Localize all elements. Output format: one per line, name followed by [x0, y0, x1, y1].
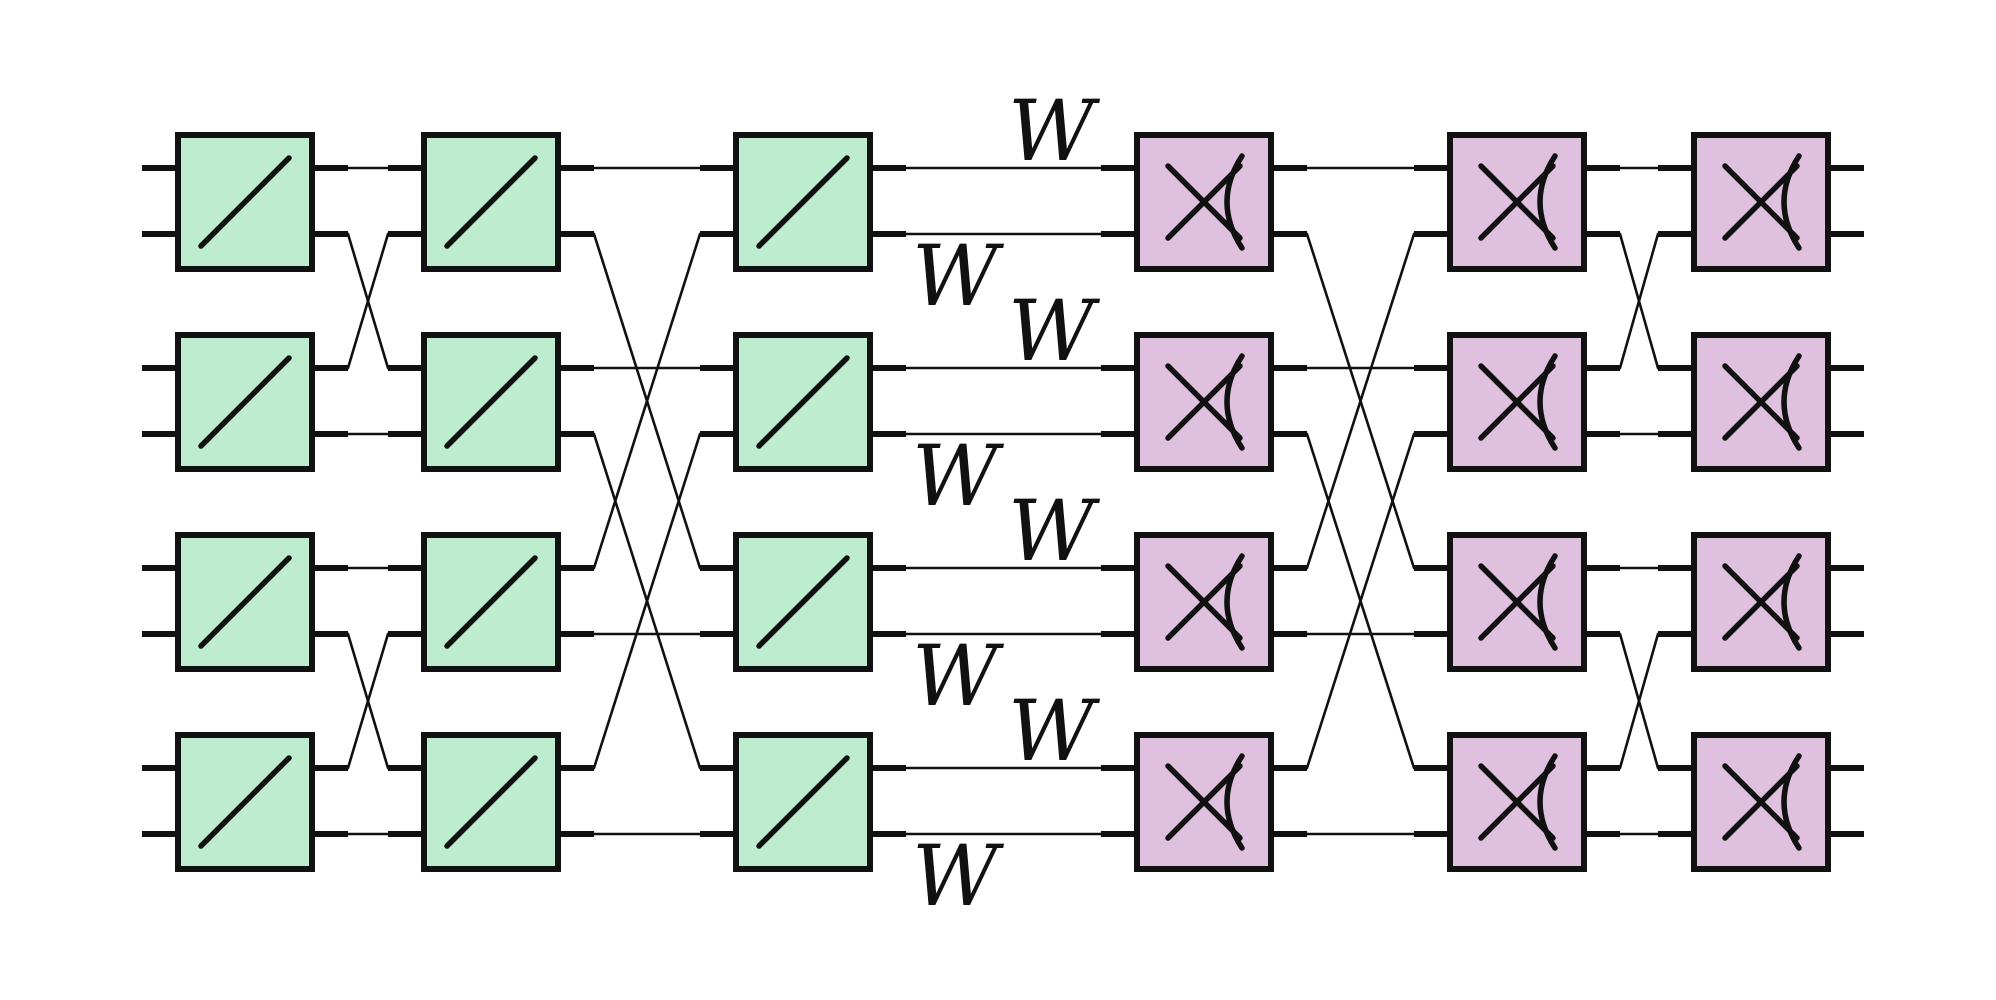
beamsplitter-box [175, 532, 315, 672]
diagonal-slash-icon [198, 355, 292, 449]
arc-stroke [1537, 153, 1558, 251]
arc-stroke [1781, 353, 1802, 451]
wire-label-w: W [912, 627, 1005, 725]
arc-stroke [1781, 153, 1802, 251]
measurement-box [1447, 332, 1587, 472]
cross-with-arc-icon [1478, 553, 1558, 651]
beamsplitter-box [733, 732, 873, 872]
beamsplitter-box [733, 532, 873, 672]
diagonal-slash-icon [756, 355, 850, 449]
cross-stroke [1165, 163, 1243, 241]
measurement-box [1447, 132, 1587, 272]
connection-wire [346, 232, 390, 370]
diagonal-slash-icon [756, 555, 850, 649]
cross-with-arc-icon [1165, 553, 1245, 651]
measurement-box [1691, 332, 1831, 472]
diagonal-slash-icon [444, 155, 538, 249]
connection-wire [346, 632, 390, 770]
cross-stroke [1165, 363, 1243, 441]
cross-with-arc-icon [1165, 753, 1245, 851]
measurement-box [1447, 532, 1587, 672]
wire-label-w: W [1008, 482, 1101, 580]
arc-stroke [1537, 753, 1558, 851]
cross-with-arc-icon [1478, 353, 1558, 451]
wire-label-w: W [912, 227, 1005, 325]
connection-wire [1305, 432, 1416, 770]
cross-with-arc-icon [1722, 353, 1802, 451]
arc-stroke [1781, 553, 1802, 651]
cross-with-arc-icon [1722, 753, 1802, 851]
wire-label-w: W [912, 827, 1005, 925]
measurement-box [1691, 132, 1831, 272]
beamsplitter-box [175, 732, 315, 872]
arc-stroke [1537, 353, 1558, 451]
measurement-box [1691, 732, 1831, 872]
measurement-box [1134, 332, 1274, 472]
cross-stroke [1165, 563, 1243, 641]
connection-wire [1618, 632, 1660, 770]
wire-label-w: W [912, 427, 1005, 525]
component-frame [1447, 532, 1587, 672]
component-frame [1134, 532, 1274, 672]
cross-stroke [1478, 363, 1556, 441]
measurement-box [1134, 732, 1274, 872]
beamsplitter-box [733, 332, 873, 472]
diagonal-slash-icon [444, 755, 538, 849]
arc-stroke [1224, 753, 1245, 851]
cross-stroke [1722, 763, 1800, 841]
beamsplitter-box [421, 732, 561, 872]
arc-stroke [1224, 153, 1245, 251]
cross-with-arc-icon [1478, 153, 1558, 251]
arc-stroke [1537, 553, 1558, 651]
measurement-box [1134, 532, 1274, 672]
diagonal-slash-icon [444, 355, 538, 449]
beamsplitter-box [733, 132, 873, 272]
cross-stroke [1478, 763, 1556, 841]
diagonal-slash-icon [198, 755, 292, 849]
beamsplitter-box [421, 532, 561, 672]
cross-stroke [1722, 163, 1800, 241]
component-boxes [175, 132, 1831, 872]
arc-stroke [1781, 753, 1802, 851]
diagonal-slash-icon [756, 755, 850, 849]
cross-with-arc-icon [1165, 153, 1245, 251]
beamsplitter-box [421, 332, 561, 472]
wire-label-w: W [1008, 282, 1101, 380]
cross-stroke [1165, 763, 1243, 841]
cross-stroke [1478, 563, 1556, 641]
measurement-box [1691, 532, 1831, 672]
cross-with-arc-icon [1165, 353, 1245, 451]
connection-wire [592, 232, 702, 570]
connection-wire [592, 432, 702, 770]
cross-stroke [1722, 363, 1800, 441]
wire-label-w: W [1008, 82, 1101, 180]
connection-wire [1305, 232, 1416, 570]
arc-stroke [1224, 353, 1245, 451]
arc-stroke [1224, 553, 1245, 651]
diagonal-slash-icon [756, 155, 850, 249]
cross-with-arc-icon [1478, 753, 1558, 851]
cross-with-arc-icon [1722, 553, 1802, 651]
wire-labels: W W W W W W W W [912, 82, 1101, 925]
measurement-box [1134, 132, 1274, 272]
cross-with-arc-icon [1722, 153, 1802, 251]
measurement-box [1447, 732, 1587, 872]
wire-label-w: W [1008, 682, 1101, 780]
cross-stroke [1722, 563, 1800, 641]
diagonal-slash-icon [198, 155, 292, 249]
diagonal-slash-icon [444, 555, 538, 649]
cross-stroke [1478, 163, 1556, 241]
connection-wires [346, 166, 1660, 836]
beamsplitter-box [421, 132, 561, 272]
diagonal-slash-icon [198, 555, 292, 649]
connection-wire [1618, 232, 1660, 370]
beamsplitter-box [175, 332, 315, 472]
beamsplitter-box [175, 132, 315, 272]
port-stubs [142, 165, 1864, 837]
